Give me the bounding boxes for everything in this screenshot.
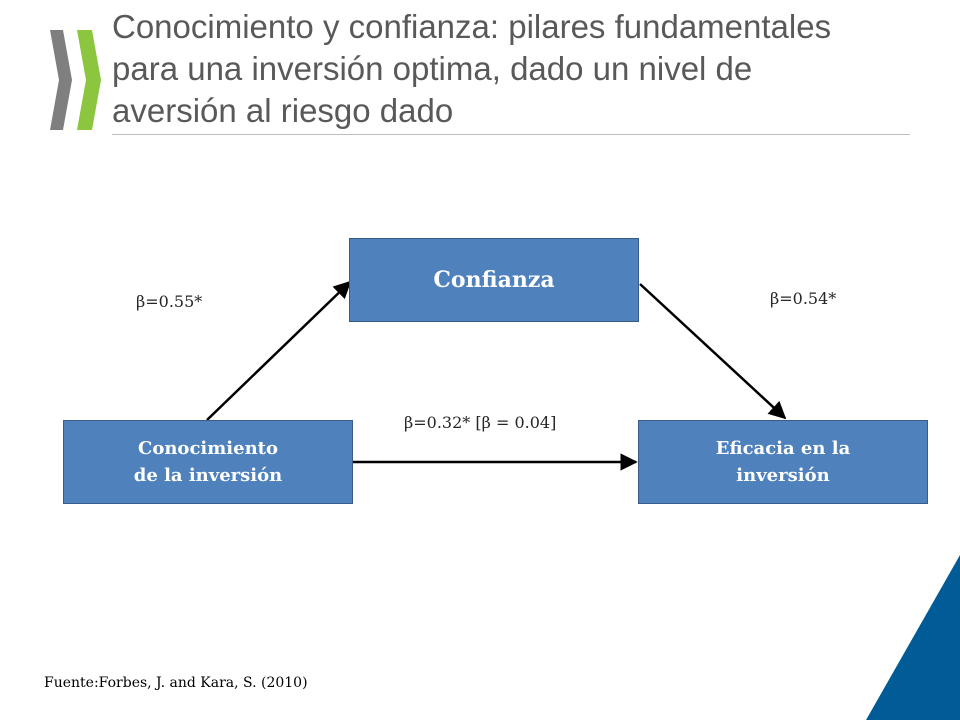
edge-label-conocimiento-eficacia: β=0.32* [β = 0.04] [404,413,557,432]
arrow-confianza-to-eficacia [639,283,787,420]
slide-title: Conocimiento y confianza: pilares fundam… [112,6,957,132]
edge-label-conocimiento-confianza: β=0.55* [136,292,203,311]
oecd-chevrons-logo-icon [50,30,101,130]
title-line-3: aversión al riesgo dado [112,92,454,129]
node-confianza-label: Confianza [433,267,555,293]
edge-label-confianza-eficacia: β=0.54* [770,289,837,308]
node-conocimiento-label-1: Conocimiento [138,438,278,459]
node-eficacia-label-1: Eficacia en la [715,438,851,459]
source-citation: Fuente:Forbes, J. and Kara, S. (2010) [44,675,308,691]
node-conocimiento: Conocimiento de la inversión [63,420,353,504]
arrow-conocimiento-to-confianza [206,280,352,421]
node-eficacia-label-2: inversión [736,465,830,486]
title-line-2: para una inversión optima, dado un nivel… [112,50,753,87]
node-confianza: Confianza [349,238,639,322]
node-eficacia: Eficacia en la inversión [638,420,928,504]
title-divider [112,134,910,135]
node-conocimiento-label-2: de la inversión [133,465,283,486]
title-line-1: Conocimiento y confianza: pilares fundam… [112,8,832,45]
